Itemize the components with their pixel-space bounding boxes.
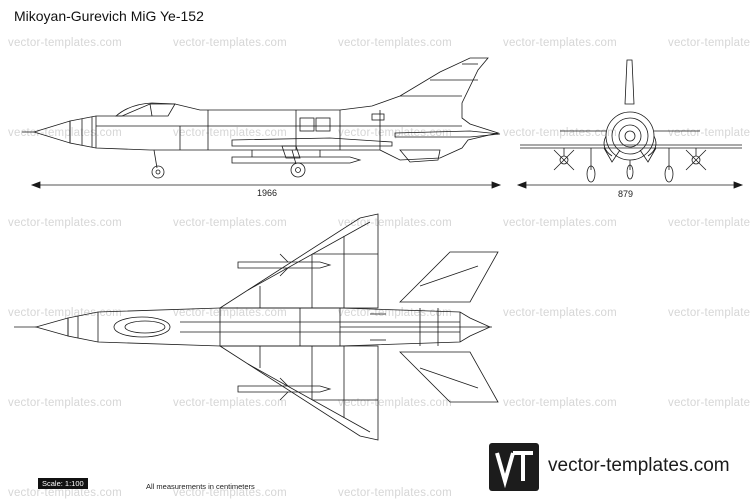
measurement-note: All measurements in centimeters bbox=[146, 482, 255, 491]
vt-logo-icon bbox=[495, 451, 533, 489]
wing-side bbox=[231, 137, 393, 147]
scale-badge: Scale: 1:100 bbox=[38, 478, 88, 489]
fuselage-front bbox=[605, 111, 655, 161]
fuselage-outline bbox=[69, 57, 500, 161]
front-view bbox=[520, 59, 742, 183]
canopy-top bbox=[113, 316, 171, 338]
top-view bbox=[14, 213, 499, 441]
span-label: 879 bbox=[618, 189, 634, 199]
upper-missile bbox=[237, 261, 332, 269]
lower-missile bbox=[237, 385, 332, 393]
lower-wing bbox=[218, 345, 379, 441]
canopy bbox=[114, 102, 176, 117]
side-view bbox=[22, 57, 501, 179]
brand-logo-icon bbox=[489, 443, 539, 491]
upper-wing bbox=[218, 213, 379, 309]
left-main-wheel bbox=[586, 165, 596, 183]
main-wheel bbox=[290, 162, 306, 178]
page-title: Mikoyan-Gurevich MiG Ye-152 bbox=[14, 8, 204, 24]
length-label: 1966 bbox=[257, 188, 278, 198]
nose-top bbox=[34, 317, 69, 337]
right-missile-front bbox=[685, 148, 707, 171]
length-dimension bbox=[30, 181, 502, 189]
lower-tailplane bbox=[399, 351, 499, 403]
right-main-wheel bbox=[664, 165, 674, 183]
left-missile-front bbox=[553, 148, 575, 171]
fin-front bbox=[624, 59, 635, 105]
missile-side bbox=[231, 156, 362, 164]
span-dimension bbox=[516, 181, 744, 189]
nose-cone bbox=[32, 120, 71, 144]
tailplane-side bbox=[394, 130, 501, 138]
nose-wheel bbox=[151, 165, 165, 179]
brand-site-link[interactable]: vector-templates.com bbox=[548, 455, 730, 476]
upper-tailplane bbox=[399, 251, 499, 303]
